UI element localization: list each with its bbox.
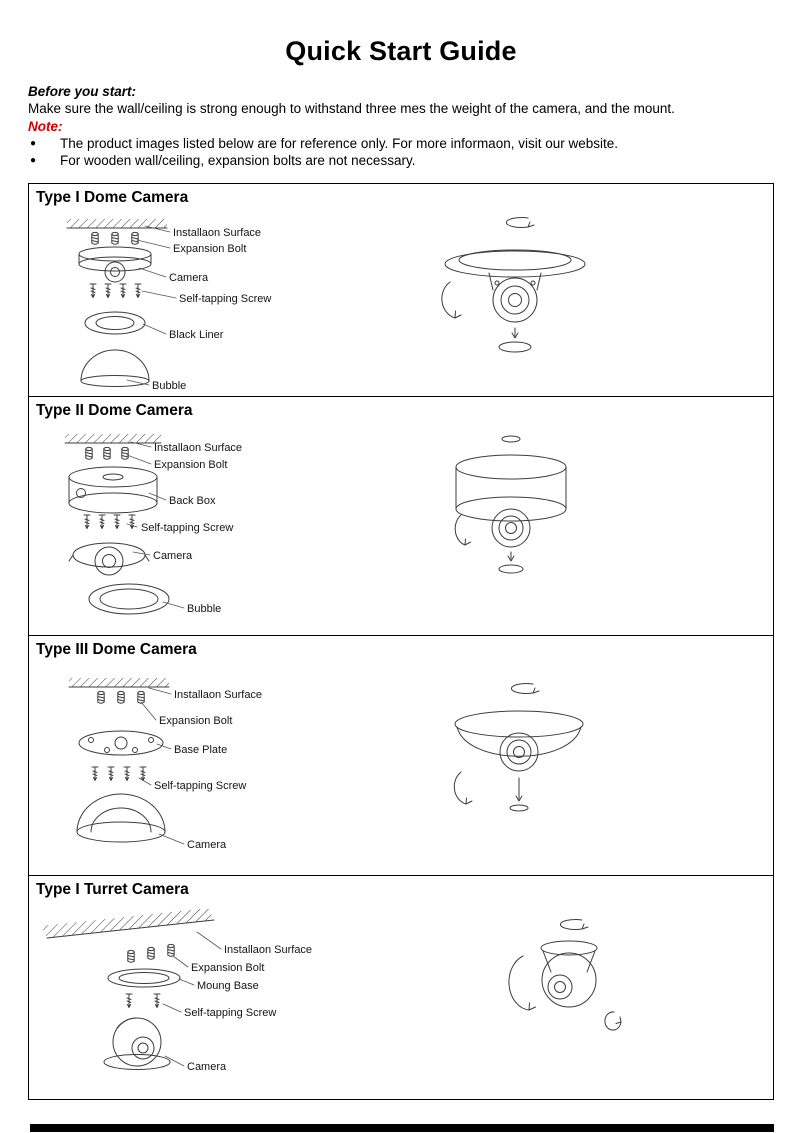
label-self-tapping-screw: Self-tapping Screw	[179, 293, 271, 305]
note-bullet-item: ● For wooden wall/ceiling, expansion bol…	[28, 152, 774, 169]
label-self-tapping-screw: Self-tapping Screw	[154, 780, 246, 792]
label-self-tapping-screw: Self-tapping Screw	[184, 1007, 276, 1019]
instructions-box: Type I Dome Camera	[28, 183, 774, 1100]
section-title: Type II Dome Camera	[36, 402, 193, 419]
label-back-box: Back Box	[169, 495, 216, 507]
type1-turret-diagram: Installaon Surface Expansion Bolt Moung …	[41, 908, 622, 1073]
section-type1-turret: Type I Turret Camera	[29, 875, 773, 1100]
section-title: Type I Turret Camera	[36, 881, 189, 898]
base-plate-drawing	[78, 730, 164, 756]
note-heading: Note:	[28, 118, 63, 134]
note-bullet-text: For wooden wall/ceiling, expansion bolts…	[60, 153, 416, 169]
section-type2-dome: Type II Dome Camera	[29, 396, 773, 635]
intro-block: Before you start: Make sure the wall/cei…	[28, 83, 774, 169]
back-box-drawing	[68, 466, 158, 514]
type1-turret-assembled-drawing	[508, 919, 622, 1031]
bullet-icon: ●	[30, 137, 37, 149]
label-expansion-bolt: Expansion Bolt	[159, 715, 232, 727]
label-base-plate: Base Plate	[174, 744, 227, 756]
installation-surface-drawing	[64, 434, 162, 444]
expansion-bolts-drawing	[97, 690, 145, 704]
expansion-bolts-drawing	[127, 943, 175, 963]
label-bubble: Bubble	[152, 380, 186, 392]
type3-dome-assembled-drawing	[453, 683, 584, 812]
type2-dome-diagram: Installaon Surface Expansion Bolt Back B…	[64, 434, 567, 615]
camera-drawing	[103, 1017, 171, 1070]
label-expansion-bolt: Expansion Bolt	[191, 962, 264, 974]
section-title: Type I Dome Camera	[36, 189, 189, 206]
label-expansion-bolt: Expansion Bolt	[154, 459, 227, 471]
label-bubble: Bubble	[187, 603, 221, 615]
expansion-bolts-drawing	[91, 231, 139, 245]
self-tapping-screws-drawing	[125, 993, 161, 1008]
section-title: Type III Dome Camera	[36, 641, 197, 658]
label-camera: Camera	[153, 550, 193, 562]
label-self-tapping-screw: Self-tapping Screw	[141, 522, 233, 534]
type2-dome-assembled-drawing	[454, 435, 567, 574]
footer-bar	[30, 1124, 774, 1132]
section-type3-dome: Type III Dome Camera	[29, 635, 773, 875]
label-installation-surface: Installaon Surface	[154, 442, 242, 454]
leader-lines	[126, 441, 185, 609]
section-type1-dome: Type I Dome Camera	[29, 184, 773, 396]
installation-surface-drawing	[68, 678, 170, 688]
mounting-base-drawing	[107, 968, 181, 988]
note-bullet-text: The product images listed below are for …	[60, 135, 618, 151]
label-camera: Camera	[187, 839, 227, 851]
installation-surface-drawing	[41, 908, 215, 939]
label-installation-surface: Installaon Surface	[224, 944, 312, 956]
leader-lines	[162, 931, 222, 1067]
type3-dome-diagram: Installaon Surface Expansion Bolt Base P…	[68, 678, 584, 851]
type1-dome-diagram: Installaon Surface Expansion Bolt Camera…	[66, 217, 586, 392]
label-installation-surface: Installaon Surface	[173, 227, 261, 239]
before-you-start-text: Make sure the wall/ceiling is strong eno…	[28, 101, 675, 117]
camera-drawing	[68, 542, 150, 576]
before-you-start-heading: Before you start:	[28, 84, 137, 99]
self-tapping-screws-drawing	[91, 766, 147, 781]
page-title: Quick Start Guide	[285, 36, 517, 66]
note-bullet-list: ● The product images listed below are fo…	[28, 135, 774, 170]
camera-drawing	[78, 246, 152, 283]
label-expansion-bolt: Expansion Bolt	[173, 243, 246, 255]
type1-dome-assembled-drawing	[441, 217, 586, 353]
label-camera: Camera	[169, 272, 209, 284]
camera-drawing	[76, 793, 166, 843]
label-black-liner: Black Liner	[169, 329, 224, 341]
self-tapping-screws-drawing	[89, 283, 142, 298]
black-liner-drawing	[84, 311, 146, 335]
bubble-drawing	[88, 583, 170, 615]
installation-surface-drawing	[66, 219, 168, 229]
leader-lines	[126, 225, 177, 386]
label-camera: Camera	[187, 1061, 227, 1073]
expansion-bolts-drawing	[85, 446, 129, 460]
leader-lines	[138, 687, 185, 845]
bubble-drawing	[80, 349, 150, 387]
label-mounting-base: Moung Base	[197, 980, 259, 992]
label-installation-surface: Installaon Surface	[174, 689, 262, 701]
note-bullet-item: ● The product images listed below are fo…	[28, 135, 774, 152]
self-tapping-screws-drawing	[83, 514, 136, 529]
bullet-icon: ●	[30, 155, 37, 167]
